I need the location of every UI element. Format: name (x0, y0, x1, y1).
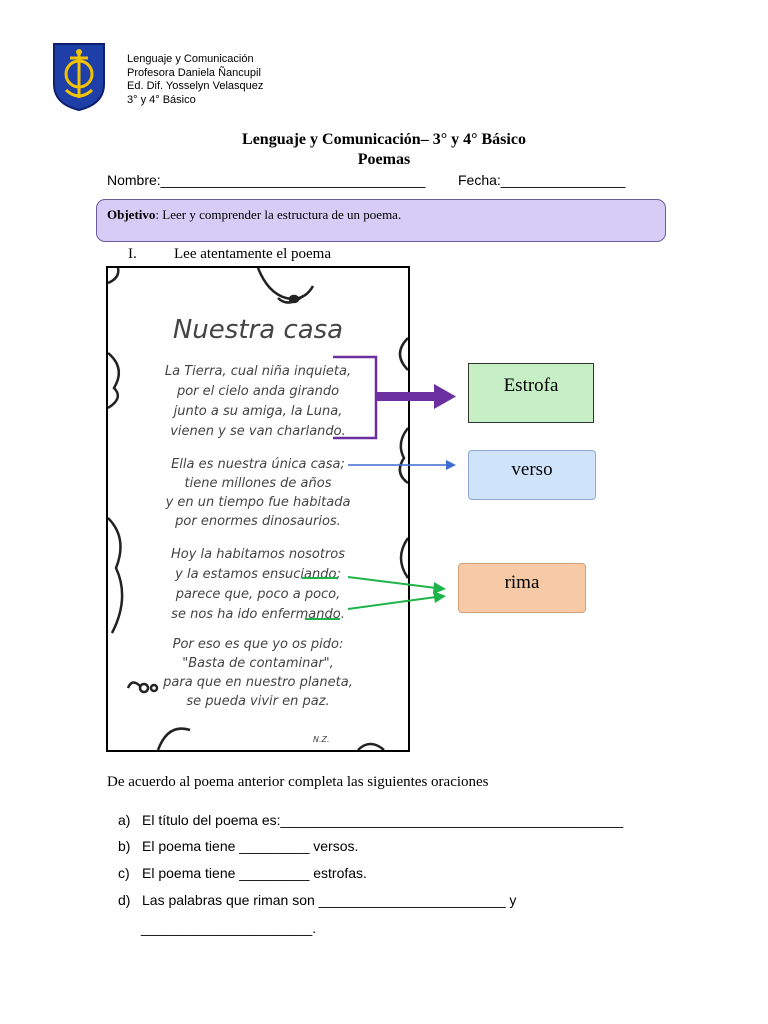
question-c[interactable]: c) El poema tiene _________ estrofas. (118, 865, 367, 881)
name-field[interactable]: Nombre:_________________________________… (107, 172, 426, 188)
section-heading: I. Lee atentamente el poema (128, 246, 331, 263)
question-letter: b) (118, 838, 131, 854)
poem-signature: N.Z. (313, 735, 330, 744)
poem-line: tiene millones de años (185, 476, 332, 491)
stanza-bracket (333, 355, 378, 440)
estrofa-arrow (376, 384, 456, 409)
poem-line: Por eso es que yo os pido: (173, 637, 344, 652)
rima-arrow-1 (347, 576, 446, 594)
question-d-continuation[interactable]: ______________________. (141, 920, 317, 936)
section-instruction: Lee atentamente el poema (174, 246, 331, 262)
poem-line: para que en nuestro planeta, (162, 675, 353, 690)
poem-line: por enormes dinosaurios. (174, 514, 341, 529)
objective-box: Objetivo: Leer y comprender la estructur… (96, 199, 666, 242)
worksheet-title: Lenguaje y Comunicación– 3° y 4° Básico (242, 131, 526, 148)
poem-line: por el cielo anda girando (176, 384, 339, 399)
poem-stanza-3: Hoy la habitamos nosotros y la estamos e… (171, 547, 345, 622)
section-number: I. (128, 246, 137, 262)
question-letter: c) (118, 865, 130, 881)
question-a[interactable]: a) El título del poema es:_______________… (118, 812, 623, 828)
objective-label: Objetivo (107, 207, 156, 222)
poem-line: y en un tiempo fue habitada (165, 495, 351, 510)
poem-line: y la estamos ensuciando; (174, 567, 341, 582)
verso-arrow (348, 460, 456, 470)
poem-stanza-2: Ella es nuestra única casa; tiene millon… (165, 457, 351, 529)
rima-label: rima (504, 572, 540, 593)
subject-line: Lenguaje y Comunicación (127, 53, 254, 65)
objective-text: : Leer y comprender la estructura de un … (155, 207, 402, 222)
poem-line: junto a su amiga, la Luna, (172, 404, 343, 419)
worksheet-subtitle: Poemas (357, 151, 411, 168)
question-letter: a) (118, 812, 131, 828)
teacher-line: Profesora Daniela Ñancupil (127, 66, 261, 79)
poem-line: La Tierra, cual niña inquieta, (165, 364, 351, 379)
poem-line: Ella es nuestra única casa; (171, 457, 345, 472)
poem-line: se pueda vivir en paz. (186, 694, 329, 709)
question-d[interactable]: d) Las palabras que riman son ___________… (118, 892, 516, 908)
verso-label: verso (511, 459, 553, 480)
estrofa-label: Estrofa (503, 375, 559, 396)
poem-image: Nuestra casa La Tierra, cual niña inquie… (106, 266, 410, 752)
poem-line: se nos ha ido enfermando. (171, 607, 345, 622)
school-crest-logo (52, 42, 106, 112)
question-text: El poema tiene _________ versos. (142, 838, 359, 854)
question-text: El título del poema es:_________________… (142, 812, 624, 828)
poem-stanza-4: Por eso es que yo os pido: "Basta de con… (162, 637, 353, 709)
poem-line: "Basta de contaminar", (182, 656, 334, 671)
question-text: El poema tiene _________ estrofas. (142, 865, 367, 881)
rima-label-box: rima (458, 563, 586, 613)
rima-arrow-2 (347, 591, 446, 610)
verso-label-box: verso (468, 450, 596, 500)
header-info: Lenguaje y Comunicación Profesora Daniel… (127, 53, 263, 107)
poem-line: vienen y se van charlando. (170, 424, 346, 439)
poem-line: Hoy la habitamos nosotros (171, 547, 345, 562)
poem-line: parece que, poco a poco, (175, 587, 341, 602)
grade-line: 3° y 4° Básico (127, 93, 196, 106)
poem-stanza-1: La Tierra, cual niña inquieta, por el ci… (165, 364, 351, 439)
questions-intro: De acuerdo al poema anterior completa la… (107, 774, 489, 790)
question-b[interactable]: b) El poema tiene _________ versos. (118, 838, 358, 854)
question-text: Las palabras que riman son _____________… (142, 892, 517, 908)
question-letter: d) (118, 892, 131, 908)
poem-doodles (108, 268, 408, 750)
educator-line: Ed. Dif. Yosselyn Velasquez (127, 80, 264, 92)
poem-title: Nuestra casa (173, 315, 343, 345)
date-field[interactable]: Fecha:________________ (458, 172, 626, 188)
estrofa-label-box: Estrofa (468, 363, 594, 423)
